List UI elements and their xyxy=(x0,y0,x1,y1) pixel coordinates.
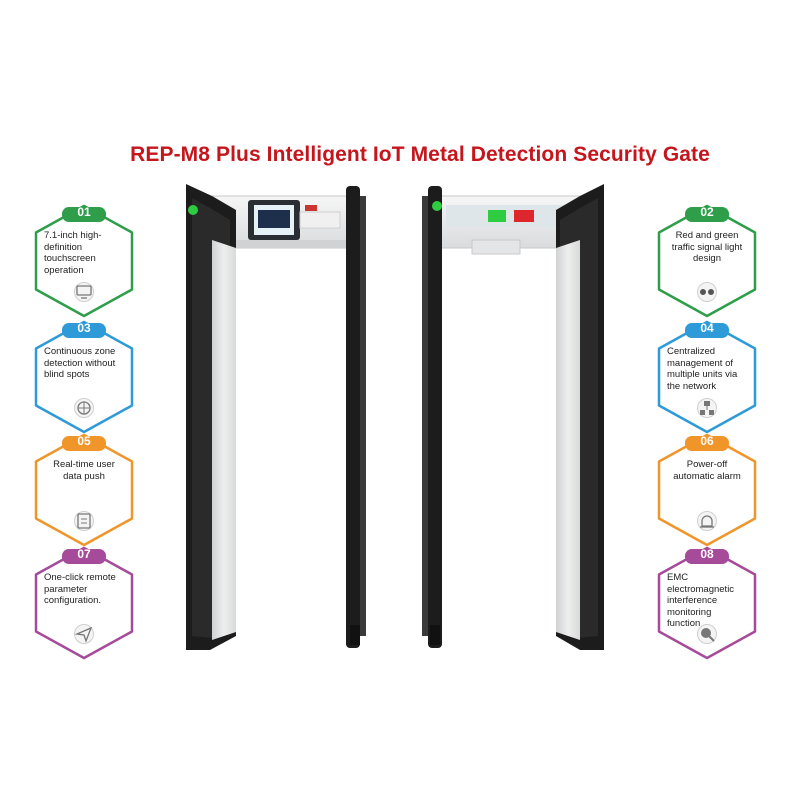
feature-number: 07 xyxy=(77,547,91,561)
feature-number: 01 xyxy=(77,205,91,219)
send-icon xyxy=(74,624,94,644)
feature-text: Power-off automatic alarm xyxy=(673,459,741,482)
traffic-light-icon xyxy=(697,282,717,302)
feature-text: Continuous zone detection without blind … xyxy=(44,346,116,380)
hexagon-frame xyxy=(657,320,757,434)
hexagon-frame xyxy=(657,433,757,547)
feature-number: 08 xyxy=(700,547,714,561)
feature-badge-06: 06 Power-off automatic alarm xyxy=(657,433,757,547)
gate-front-view xyxy=(186,184,366,650)
gate-rear-view xyxy=(422,184,604,650)
feature-text: Red and green traffic signal light desig… xyxy=(671,230,743,264)
hexagon-frame xyxy=(34,546,134,660)
document-icon xyxy=(74,511,94,531)
feature-number: 02 xyxy=(700,205,714,219)
hexagon-frame xyxy=(34,433,134,547)
feature-number: 06 xyxy=(700,434,714,448)
feature-text: EMC electromagnetic interference monitor… xyxy=(667,572,735,629)
interference-icon xyxy=(697,624,717,644)
alarm-icon xyxy=(697,511,717,531)
hexagon-frame xyxy=(34,204,134,318)
feature-text: One-click remote parameter configuration… xyxy=(44,572,116,606)
monitor-icon xyxy=(74,282,94,302)
feature-number: 03 xyxy=(77,321,91,335)
feature-badge-02: 02 Red and green traffic signal light de… xyxy=(657,204,757,318)
hexagon-frame xyxy=(657,204,757,318)
feature-badge-05: 05 Real-time user data push xyxy=(34,433,134,547)
hexagon-frame xyxy=(657,546,757,660)
feature-badge-08: 08 EMC electromagnetic interference moni… xyxy=(657,546,757,660)
feature-badge-03: 03 Continuous zone detection without bli… xyxy=(34,320,134,434)
zone-scan-icon xyxy=(74,398,94,418)
feature-text: 7.1-inch high-definition touchscreen ope… xyxy=(44,230,102,276)
feature-badge-04: 04 Centralized management of multiple un… xyxy=(657,320,757,434)
feature-badge-01: 01 7.1-inch high-definition touchscreen … xyxy=(34,204,134,318)
page-title: REP-M8 Plus Intelligent IoT Metal Detect… xyxy=(130,143,710,166)
feature-text: Real-time user data push xyxy=(53,459,115,482)
feature-text: Centralized management of multiple units… xyxy=(667,346,738,392)
feature-number: 04 xyxy=(700,321,714,335)
network-icon xyxy=(697,398,717,418)
feature-number: 05 xyxy=(77,434,91,448)
feature-badge-07: 07 One-click remote parameter configurat… xyxy=(34,546,134,660)
hexagon-frame xyxy=(34,320,134,434)
